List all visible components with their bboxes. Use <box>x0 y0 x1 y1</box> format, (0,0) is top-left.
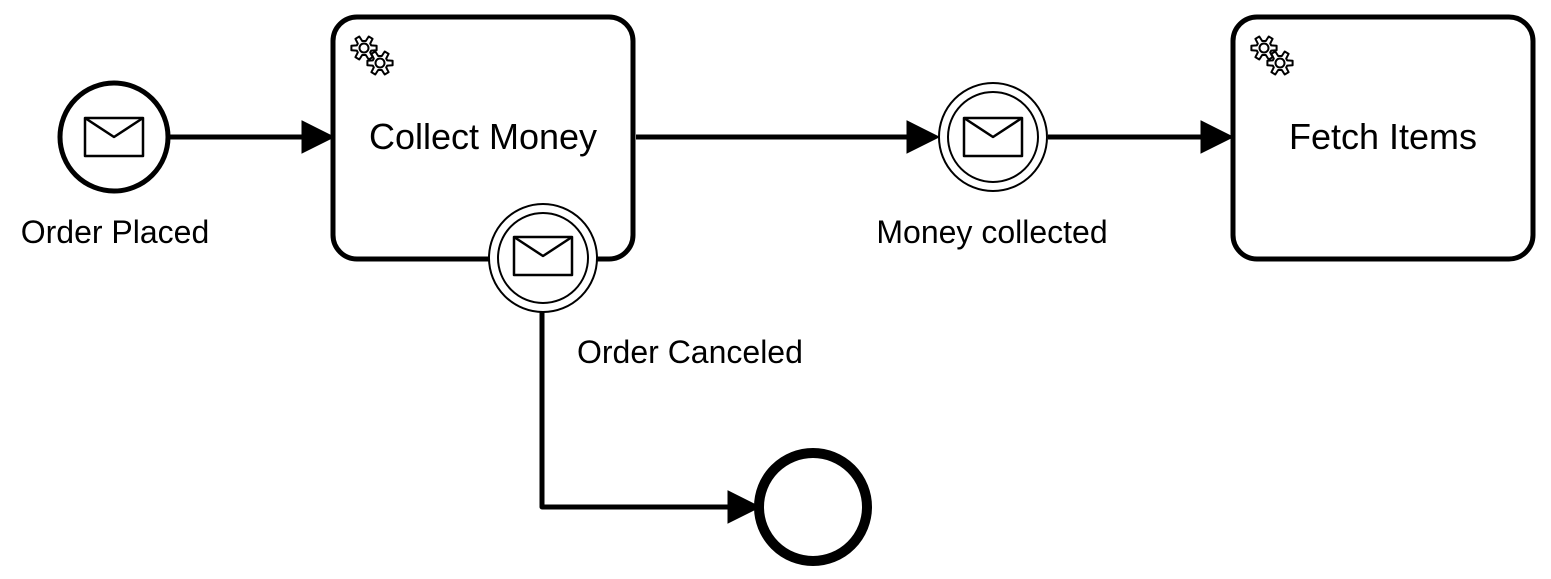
flow-canceled-to-end[interactable] <box>539 312 732 510</box>
task-collect-money[interactable]: Collect Money <box>330 14 636 262</box>
task-fetch-items[interactable]: Fetch Items <box>1230 14 1536 262</box>
envelope-icon <box>512 235 574 277</box>
arrowhead-icon <box>727 490 762 524</box>
intermediate-event-money-collected[interactable] <box>938 82 1048 192</box>
boundary-event-order-canceled[interactable] <box>488 203 598 313</box>
boundary-event-label: Order Canceled <box>577 334 803 370</box>
sequence-flows <box>170 120 1235 524</box>
task-fetch-items-label: Fetch Items <box>1289 116 1477 157</box>
arrowhead-icon <box>906 120 941 154</box>
envelope-icon <box>962 116 1024 158</box>
task-collect-money-label: Collect Money <box>369 116 597 157</box>
start-event-order-placed[interactable] <box>57 80 171 194</box>
intermediate-event-label: Money collected <box>876 214 1107 250</box>
arrowhead-icon <box>301 120 336 154</box>
start-event-label: Order Placed <box>21 214 210 250</box>
arrowhead-icon <box>1200 120 1235 154</box>
envelope-icon <box>83 116 145 158</box>
end-event[interactable] <box>754 448 872 566</box>
